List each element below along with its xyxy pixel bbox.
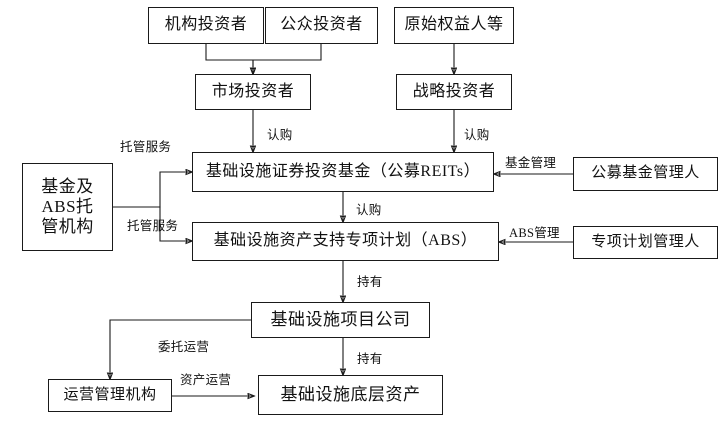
edge-label-subscribe-strategic: 认购 xyxy=(464,128,490,142)
edge-label-abs-management: ABS管理 xyxy=(509,226,560,240)
edge-label-subscribe-abs: 认购 xyxy=(356,203,382,217)
edge-label-entrusted-operation: 委托运营 xyxy=(158,340,210,354)
edge-label-custody-service-fund: 托管服务 xyxy=(120,140,172,154)
node-original-equity-holder[interactable]: 原始权益人等 xyxy=(394,7,514,44)
edge-label-custody-service-abs: 托管服务 xyxy=(127,219,179,233)
node-fund-abs-custodian[interactable]: 基金及 ABS托 管机构 xyxy=(22,163,113,251)
node-abs-plan[interactable]: 基础设施资产支持专项计划（ABS） xyxy=(192,222,499,261)
node-special-plan-manager[interactable]: 专项计划管理人 xyxy=(573,226,718,259)
node-public-fund-manager[interactable]: 公募基金管理人 xyxy=(573,157,718,191)
node-market-investor[interactable]: 市场投资者 xyxy=(195,74,311,110)
node-strategic-investor[interactable]: 战略投资者 xyxy=(396,74,512,110)
edge-label-fund-management: 基金管理 xyxy=(505,156,557,170)
edge-label-asset-operation: 资产运营 xyxy=(180,373,232,387)
node-institutional-investor[interactable]: 机构投资者 xyxy=(148,7,264,44)
edge-label-subscribe-market: 认购 xyxy=(267,128,293,142)
node-public-investor[interactable]: 公众投资者 xyxy=(265,7,378,44)
node-operation-manager[interactable]: 运营管理机构 xyxy=(48,379,172,412)
node-reits-fund[interactable]: 基础设施证券投资基金（公募REITs） xyxy=(192,152,494,192)
node-project-company[interactable]: 基础设施项目公司 xyxy=(251,302,430,338)
node-underlying-asset[interactable]: 基础设施底层资产 xyxy=(258,375,443,415)
edge-label-hold-project: 持有 xyxy=(357,275,383,289)
edge-label-hold-asset: 持有 xyxy=(357,352,383,366)
